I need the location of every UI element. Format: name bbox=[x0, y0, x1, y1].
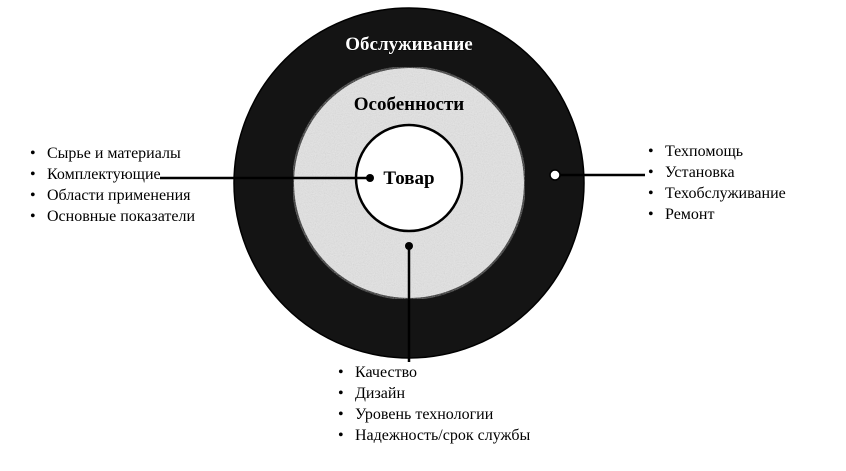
service-item: Техобслуживание bbox=[648, 183, 838, 204]
middle-ring-label: Особенности bbox=[354, 94, 465, 115]
left-connector-dot bbox=[366, 174, 374, 182]
quality-list: КачествоДизайнУровень технологииНадежнос… bbox=[338, 362, 638, 446]
right-connector-dot bbox=[549, 169, 561, 181]
service-list: ТехпомощьУстановкаТехобслуживаниеРемонт bbox=[648, 141, 838, 225]
bottom-connector-dot bbox=[405, 242, 413, 250]
quality-item: Надежность/срок службы bbox=[338, 425, 638, 446]
raw-materials-item: Комплектующие bbox=[30, 164, 215, 185]
service-item: Техпомощь bbox=[648, 141, 838, 162]
raw-materials-item: Основные показатели bbox=[30, 206, 215, 227]
service-item: Ремонт bbox=[648, 204, 838, 225]
quality-item: Уровень технологии bbox=[338, 404, 638, 425]
core-label: Товар bbox=[383, 168, 434, 189]
outer-ring-label: Обслуживание bbox=[345, 34, 472, 55]
raw-materials-list: Сырье и материалыКомплектующиеОбласти пр… bbox=[30, 143, 215, 227]
service-item: Установка bbox=[648, 162, 838, 183]
quality-item: Дизайн bbox=[338, 383, 638, 404]
raw-materials-item: Сырье и материалы bbox=[30, 143, 215, 164]
raw-materials-item: Области применения bbox=[30, 185, 215, 206]
quality-item: Качество bbox=[338, 362, 638, 383]
